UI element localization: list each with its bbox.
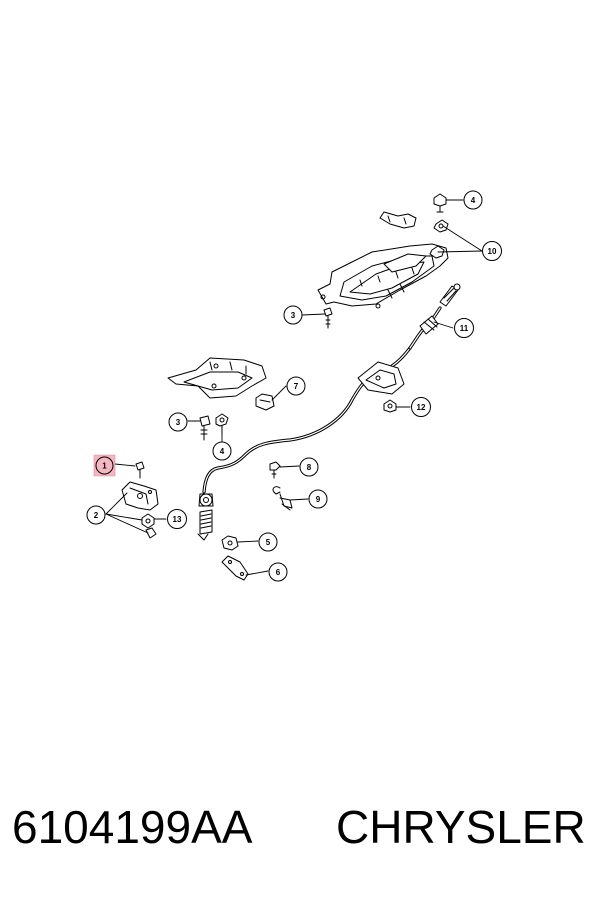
callout-5: 5: [258, 532, 278, 552]
callout-11-label: 11: [460, 324, 469, 333]
callout-2-label: 2: [94, 511, 99, 520]
bracket-item-6: [221, 555, 249, 581]
nut-item-13: [141, 513, 155, 529]
grommet-item-12: [383, 399, 397, 413]
bolt-item-3-upper: [323, 307, 333, 329]
callout-1: 1: [93, 454, 116, 477]
brand-name: CHRYSLER: [336, 801, 586, 853]
shift-cable: [197, 346, 412, 541]
callout-10: 10: [482, 241, 502, 261]
cable-mount-bracket: [121, 481, 159, 511]
callout-4-top: 4: [463, 190, 483, 210]
callout-3-upper: 3: [283, 305, 303, 325]
callout-4-top-label: 4: [471, 196, 476, 205]
callout-3-upper-label: 3: [291, 311, 296, 320]
shifter-base-plate: [317, 243, 449, 309]
shift-bezel-bracket: [379, 211, 417, 229]
retainer-clip-item-9: [272, 486, 293, 511]
callout-7: 7: [286, 376, 306, 396]
cable-shifter-end: [408, 283, 461, 350]
callout-4-lower-label: 4: [220, 447, 225, 456]
callout-4-lower: 4: [212, 441, 232, 461]
callout-5-label: 5: [266, 538, 271, 547]
callout-3-lower-label: 3: [176, 418, 181, 427]
leader-lines: [105, 199, 483, 576]
callout-2: 2: [86, 505, 106, 525]
callout-9: 9: [308, 489, 328, 509]
callout-10-label: 10: [488, 247, 497, 256]
callout-6: 6: [268, 562, 288, 582]
nuts-item-10: [429, 219, 449, 259]
callout-3-lower: 3: [168, 412, 188, 432]
bolt-item-4-lower: [215, 413, 229, 435]
callout-8: 8: [299, 457, 319, 477]
part-number: 6104199AA: [12, 801, 253, 853]
callout-13: 13: [167, 509, 187, 529]
nut-item-5: [221, 535, 239, 551]
callout-6-label: 6: [276, 568, 281, 577]
nut-item-2-lower: [145, 527, 157, 539]
clip-item-7: [255, 393, 275, 411]
bolt-item-4-top: [433, 193, 447, 213]
callout-11: 11: [454, 318, 474, 338]
callout-12-label: 12: [417, 403, 426, 412]
callout-8-label: 8: [307, 463, 312, 472]
callout-12: 12: [411, 397, 431, 417]
caption: 6104199AA CHRYSLER: [0, 790, 600, 870]
callout-7-label: 7: [294, 382, 299, 391]
callout-13-label: 13: [173, 515, 182, 524]
callout-9-label: 9: [316, 495, 321, 504]
callout-1-label: 1: [102, 462, 107, 471]
push-pin-item-8: [269, 461, 281, 479]
bolt-item-3-lower: [199, 415, 211, 441]
floor-bracket-plate: [167, 357, 267, 399]
stud-item-1: [135, 461, 145, 479]
cable-bracket: [357, 361, 405, 395]
